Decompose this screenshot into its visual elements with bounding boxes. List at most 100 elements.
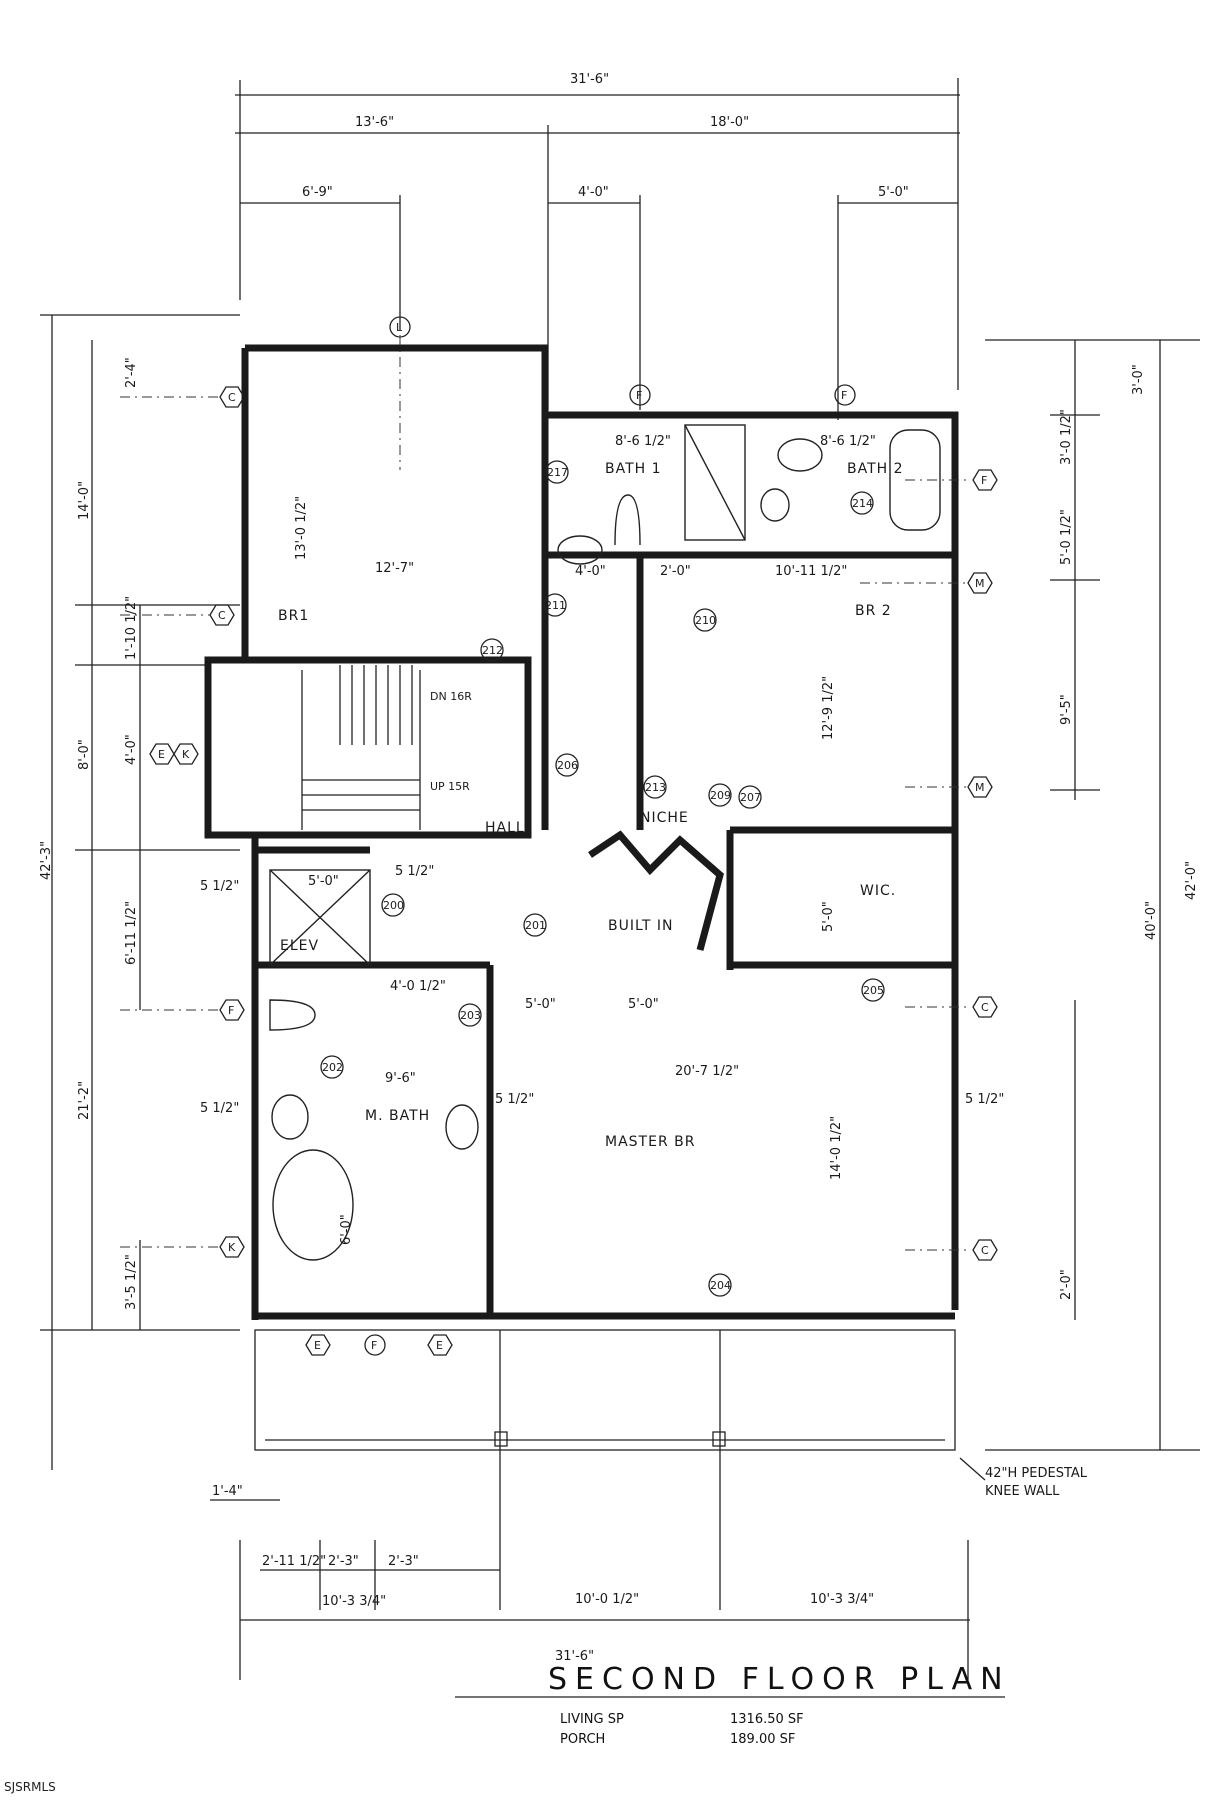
- room-labels: BR1 BATH 1 BATH 2 BR 2 HALL NICHE WIC. E…: [278, 461, 904, 1150]
- door-tag: 201: [525, 919, 546, 932]
- knee-wall-label: 42"H PEDESTAL KNEE WALL: [985, 1466, 1088, 1499]
- svg-text:C: C: [981, 1001, 989, 1014]
- dim-left-21: 21'-2": [77, 1081, 92, 1120]
- door-tag: 213: [645, 781, 666, 794]
- stair: [301, 665, 421, 830]
- grid-tags: C C E K F K L F F F M M C C E F E: [149, 316, 998, 1356]
- dim-br2-w: 10'-11 1/2": [775, 564, 847, 579]
- reference-lines: [120, 335, 970, 1251]
- dimension-labels: 31'-6" 13'-6" 18'-0" 6'-9" 4'-0" 5'-0" 4…: [39, 72, 1199, 1664]
- dim-left-4: 4'-0": [124, 734, 139, 765]
- svg-text:E: E: [158, 748, 165, 761]
- dim-left-6-11: 6'-11 1/2": [124, 901, 139, 965]
- room-wic: WIC.: [860, 883, 896, 899]
- room-bath2: BATH 2: [847, 461, 904, 477]
- room-bath1: BATH 1: [605, 461, 662, 477]
- dim-br1-w: 12'-7": [375, 561, 414, 576]
- svg-text:F: F: [981, 474, 987, 487]
- dim-left-2-4: 2'-4": [124, 357, 139, 388]
- area-value: 1316.50 SF: [730, 1712, 804, 1727]
- stair-up: UP 15R: [430, 780, 470, 793]
- dim-closet-w: 4'-0": [575, 564, 606, 579]
- dim-left-1-10: 1'-10 1/2": [124, 596, 139, 660]
- dim-right-3b: 3'-0 1/2": [1059, 409, 1074, 465]
- dim-top-left: 13'-6": [355, 115, 394, 130]
- dim-bottom-overall: 31'-6": [555, 1649, 594, 1664]
- svg-text:F: F: [841, 389, 847, 402]
- source-watermark: SJSRMLS: [4, 1780, 56, 1794]
- door-tag: 217: [547, 466, 568, 479]
- dim-bottom-c: 2'-3": [388, 1554, 419, 1569]
- dim-half-3: 5 1/2": [200, 1101, 239, 1116]
- dim-mb-w2: 5'-0": [628, 997, 659, 1012]
- door-tag: 212: [482, 644, 503, 657]
- svg-text:M: M: [975, 577, 985, 590]
- door-tag: 210: [695, 614, 716, 627]
- dim-half-4: 5 1/2": [495, 1092, 534, 1107]
- svg-text:C: C: [228, 391, 236, 404]
- dim-wic-h: 5'-0": [821, 901, 836, 932]
- dim-bottom-a: 2'-11 1/2": [262, 1554, 326, 1569]
- door-tag: 206: [557, 759, 578, 772]
- svg-text:F: F: [228, 1004, 234, 1017]
- dim-half-2: 5 1/2": [395, 864, 434, 879]
- dim-bottom-e: 10'-0 1/2": [575, 1592, 639, 1607]
- dim-mbath-w: 9'-6": [385, 1071, 416, 1086]
- dim-left-overall: 42'-3": [39, 841, 54, 880]
- area-table: LIVING SP 1316.50 SF PORCH 189.00 SF: [560, 1712, 804, 1752]
- door-tags: 217 211 212 210 213 209 200 201 202 203 …: [320, 460, 885, 1297]
- dim-mbath-top: 4'-0 1/2": [390, 979, 446, 994]
- dim-elev-w: 5'-0": [308, 874, 339, 889]
- dim-bottom-b: 2'-3": [328, 1554, 359, 1569]
- dim-master-w: 20'-7 1/2": [675, 1064, 739, 1079]
- dim-closet2-w: 2'-0": [660, 564, 691, 579]
- svg-text:E: E: [314, 1339, 321, 1352]
- stair-dn: DN 16R: [430, 690, 472, 703]
- svg-text:M: M: [975, 781, 985, 794]
- fixtures: [269, 424, 941, 1261]
- room-br2: BR 2: [855, 603, 892, 619]
- dim-bottom-1-4: 1'-4": [212, 1484, 243, 1499]
- room-br1: BR1: [278, 608, 309, 624]
- dim-top-b: 4'-0": [578, 185, 609, 200]
- area-label: PORCH: [560, 1732, 606, 1747]
- dim-left-14: 14'-0": [77, 481, 92, 520]
- svg-text:C: C: [218, 609, 226, 622]
- svg-text:C: C: [981, 1244, 989, 1257]
- room-master-br: MASTER BR: [605, 1134, 695, 1150]
- door-tag: 209: [710, 789, 731, 802]
- dim-top-c: 5'-0": [878, 185, 909, 200]
- svg-text:F: F: [636, 389, 642, 402]
- dim-right-9-5: 9'-5": [1059, 694, 1074, 725]
- svg-text:F: F: [371, 1339, 377, 1352]
- svg-text:K: K: [228, 1241, 236, 1254]
- dim-top-a: 6'-9": [302, 185, 333, 200]
- door-tag: 202: [322, 1061, 343, 1074]
- porch-outline: [254, 1329, 956, 1451]
- plan-title: SECOND FLOOR PLAN: [548, 1662, 1011, 1697]
- room-niche: NICHE: [640, 810, 689, 826]
- svg-text:K: K: [182, 748, 190, 761]
- door-tag: 203: [460, 1009, 481, 1022]
- door-tag: 204: [710, 1279, 731, 1292]
- dim-bottom-f: 10'-3 3/4": [810, 1592, 874, 1607]
- dim-bath1-w: 8'-6 1/2": [615, 434, 671, 449]
- dim-br1-h: 13'-0 1/2": [294, 496, 309, 560]
- dim-half-1: 5 1/2": [200, 879, 239, 894]
- dim-right-2: 2'-0": [1059, 1269, 1074, 1300]
- dim-br2-h: 12'-9 1/2": [821, 676, 836, 740]
- dim-right-3: 3'-0": [1131, 364, 1146, 395]
- area-value: 189.00 SF: [730, 1732, 796, 1747]
- dim-bottom-d: 10'-3 3/4": [322, 1594, 386, 1609]
- dim-bath2-w: 8'-6 1/2": [820, 434, 876, 449]
- dim-right-40: 40'-0": [1144, 901, 1159, 940]
- svg-text:L: L: [396, 321, 403, 334]
- dimension-lines: [40, 78, 1200, 1680]
- door-tag: 200: [383, 899, 404, 912]
- room-elev: ELEV: [280, 938, 319, 954]
- door-tag: 211: [545, 599, 566, 612]
- dim-half-5: 5 1/2": [965, 1092, 1004, 1107]
- dim-mb-w1: 5'-0": [525, 997, 556, 1012]
- room-hall: HALL: [485, 820, 525, 836]
